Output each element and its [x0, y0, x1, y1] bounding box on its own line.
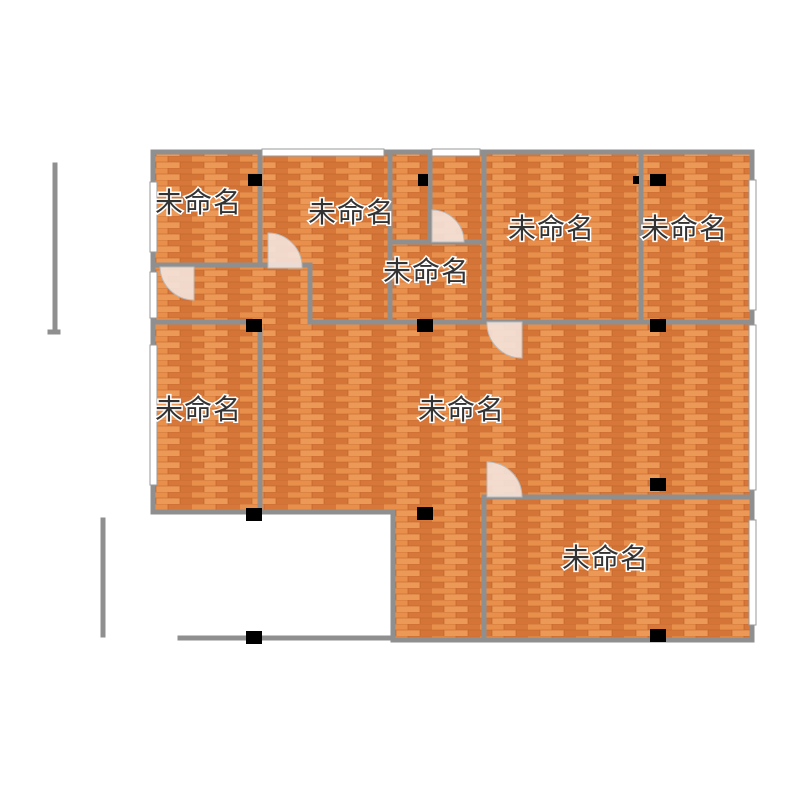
room-label: 未命名: [562, 542, 649, 575]
column: [650, 478, 666, 491]
door-4: [486, 321, 523, 359]
door-2: [159, 266, 195, 301]
door-3: [431, 209, 465, 243]
room-label: 未命名: [383, 255, 470, 288]
column: [650, 629, 666, 642]
column: [246, 508, 262, 521]
column: [418, 174, 428, 186]
column: [650, 319, 666, 332]
window-top-1: [261, 148, 385, 157]
walls: [47, 149, 755, 643]
column: [417, 507, 433, 520]
windows: [149, 148, 757, 626]
window-left-3: [149, 344, 158, 486]
floor-south-block: [393, 505, 751, 638]
room-label: 未命名: [308, 196, 395, 229]
room-label: 未命名: [418, 393, 505, 426]
column: [650, 174, 666, 186]
room-label: 未命名: [641, 212, 728, 245]
column: [246, 631, 262, 644]
room-label: 未命名: [155, 393, 242, 426]
window-right-2: [748, 324, 757, 491]
door-5: [486, 461, 523, 498]
column: [633, 176, 639, 184]
column: [246, 319, 262, 332]
window-left-2: [149, 271, 158, 319]
window-right-1: [748, 179, 757, 311]
doors: [159, 209, 523, 498]
column: [248, 174, 262, 186]
room-labels: 未命名 未命名 未命名 未命名 未命名 未命名 未命名 未命名: [154, 185, 729, 577]
room-label: 未命名: [155, 186, 242, 219]
window-top-2: [431, 148, 481, 157]
window-left-1: [149, 181, 158, 253]
columns: [246, 174, 666, 644]
window-right-3: [748, 519, 757, 626]
door-1: [267, 232, 303, 269]
column: [417, 319, 433, 332]
room-label: 未命名: [508, 212, 595, 245]
